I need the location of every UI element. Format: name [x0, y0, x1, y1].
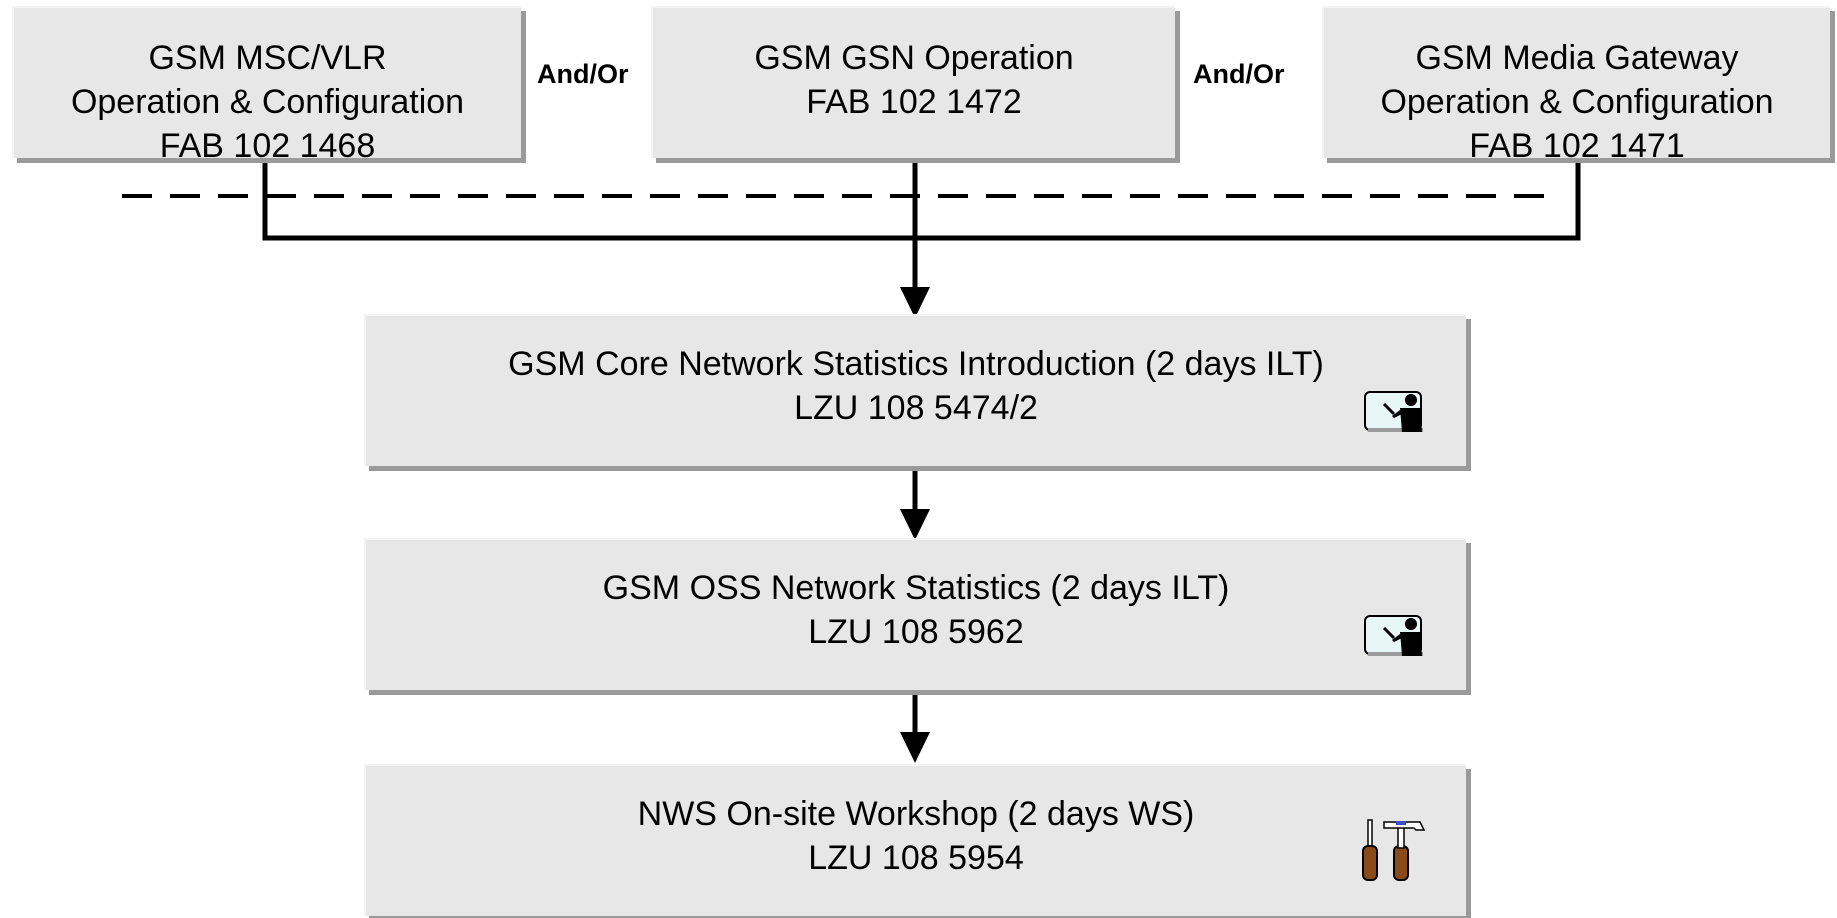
course-box-nws-workshop: NWS On-site Workshop (2 days WS) LZU 108…: [364, 764, 1466, 916]
course-title: GSM Core Network Statistics Introduction…: [508, 345, 1324, 383]
prereq-title: GSM MSC/VLR: [148, 39, 387, 77]
course-box-oss-statistics: GSM OSS Network Statistics (2 days ILT) …: [364, 538, 1466, 690]
course-code: LZU 108 5962: [808, 613, 1024, 651]
prereq-title: GSM Media Gateway: [1415, 39, 1739, 77]
prereq-subtitle: Operation & Configuration: [70, 83, 465, 121]
and-or-label-right: And/Or: [1193, 59, 1285, 89]
prereq-box-gsn: GSM GSN Operation FAB 102 1472: [651, 6, 1175, 158]
arrow-to-course-1: [900, 287, 930, 318]
merge-line: [262, 160, 1581, 241]
prereq-box-media-gateway: GSM Media Gateway Operation & Configurat…: [1322, 6, 1830, 165]
instructor-led-training-icon: [1364, 391, 1423, 432]
course-title: GSM OSS Network Statistics (2 days ILT): [602, 569, 1230, 607]
course-code: LZU 108 5954: [808, 839, 1024, 877]
prereq-code: FAB 102 1472: [806, 83, 1022, 121]
arrow-to-course-3: [900, 732, 930, 763]
prereq-title: GSM GSN Operation: [754, 39, 1074, 77]
and-or-label-left: And/Or: [537, 59, 629, 89]
arrow-to-course-2: [900, 509, 930, 540]
instructor-led-training-icon: [1364, 615, 1423, 656]
course-code: LZU 108 5474/2: [794, 389, 1038, 427]
prereq-subtitle: Operation & Configuration: [1380, 83, 1774, 121]
prereq-code: FAB 102 1471: [1469, 127, 1685, 165]
prereq-code: FAB 102 1468: [159, 127, 376, 165]
course-title: NWS On-site Workshop (2 days WS): [637, 795, 1195, 833]
course-box-core-statistics: GSM Core Network Statistics Introduction…: [364, 314, 1466, 466]
prereq-box-msc-vlr: GSM MSC/VLR Operation & Configuration FA…: [12, 6, 521, 165]
workshop-tools-icon: [1362, 819, 1426, 881]
